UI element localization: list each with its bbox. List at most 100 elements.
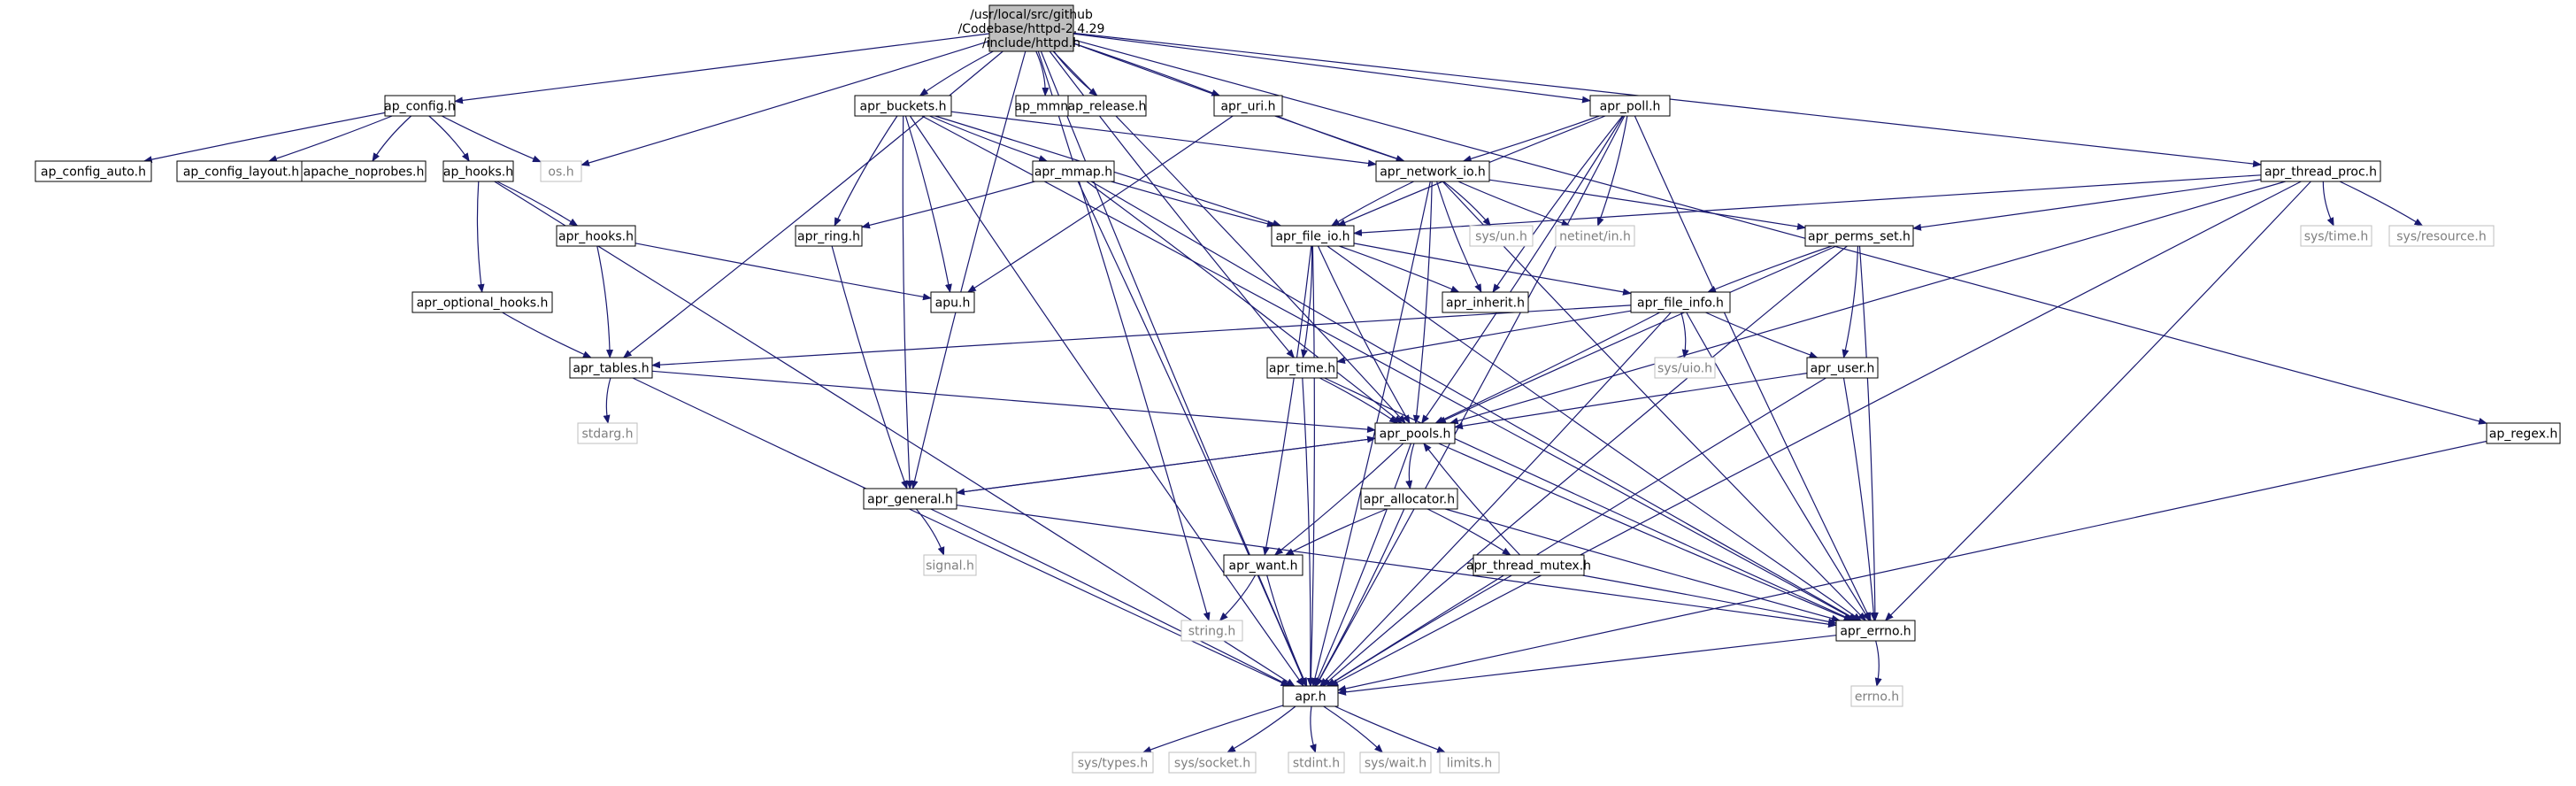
edge-apr_uri-to-apr_network_io xyxy=(1276,115,1405,162)
edge-apr_uri-to-apu xyxy=(966,115,1234,293)
node-apr_errno[interactable]: apr_errno.h xyxy=(1835,620,1916,642)
node-sys_types[interactable]: sys/types.h xyxy=(1072,751,1154,774)
node-ap_config_layout[interactable]: ap_config_layout.h xyxy=(176,160,306,182)
node-netinet_in-label: netinet/in.h xyxy=(1559,230,1631,244)
node-sys_wait[interactable]: sys/wait.h xyxy=(1359,751,1432,774)
node-apr_optional_hooks[interactable]: apr_optional_hooks.h xyxy=(411,291,553,313)
edge-ap_hooks-to-apr xyxy=(494,181,1296,687)
node-apr_thread_mutex[interactable]: apr_thread_mutex.h xyxy=(1466,554,1591,576)
node-apr_file_info[interactable]: apr_file_info.h xyxy=(1630,291,1731,313)
node-stdarg[interactable]: stdarg.h xyxy=(577,422,638,444)
node-apr_tables[interactable]: apr_tables.h xyxy=(569,357,653,379)
node-string-box xyxy=(1180,620,1243,642)
edge-ap_buckets-to-apr_mmap xyxy=(929,115,1049,162)
node-ap_release[interactable]: ap_release.h xyxy=(1067,95,1147,117)
node-apr_ring[interactable]: apr_ring.h xyxy=(795,225,863,247)
node-apr_hooks[interactable]: apr_hooks.h xyxy=(556,225,636,247)
node-apu-box xyxy=(930,291,975,313)
node-apr_errno-box xyxy=(1835,620,1916,642)
node-signal-box xyxy=(923,554,977,576)
node-stdint[interactable]: stdint.h xyxy=(1288,751,1345,774)
node-stdarg-label: stdarg.h xyxy=(582,428,634,442)
node-sys_resource[interactable]: sys/resource.h xyxy=(2388,225,2495,247)
node-apr_errno-label: apr_errno.h xyxy=(1840,625,1911,639)
node-sys_un[interactable]: sys/un.h xyxy=(1469,225,1534,247)
node-sys_un-label: sys/un.h xyxy=(1475,230,1527,244)
edge-ap_config-to-apache_noprobes xyxy=(372,115,412,162)
edge-apr_file_info-to-apr_time xyxy=(1336,310,1632,365)
node-apr_uri-label: apr_uri.h xyxy=(1220,100,1275,114)
node-errno[interactable]: errno.h xyxy=(1850,685,1903,707)
edge-apr_network_io-to-sys_un xyxy=(1442,181,1491,227)
node-apache_noprobes[interactable]: apache_noprobes.h xyxy=(301,160,427,182)
node-ap_hooks[interactable]: ap_hooks.h xyxy=(442,160,514,182)
edge-apr_errno-to-apr xyxy=(1337,635,1837,696)
node-apr_poll-box xyxy=(1589,95,1671,117)
edge-apr_perms_set-to-apr_pools xyxy=(1436,245,1837,424)
node-apr_tables-label: apr_tables.h xyxy=(573,362,649,376)
node-apr_poll[interactable]: apr_poll.h xyxy=(1589,95,1671,117)
node-apr_thread_proc-label: apr_thread_proc.h xyxy=(2265,166,2377,180)
node-ap_hooks-box xyxy=(442,160,514,182)
node-ap_release-box xyxy=(1067,95,1147,117)
node-apr_thread_proc[interactable]: apr_thread_proc.h xyxy=(2260,160,2381,182)
node-signal[interactable]: signal.h xyxy=(923,554,977,576)
edge-apr_file_info-to-apr_errno xyxy=(1686,312,1871,621)
edge-root-to-apr_tables xyxy=(622,50,1003,358)
node-apu-label: apu.h xyxy=(935,297,971,311)
node-ap_config_layout-label: ap_config_layout.h xyxy=(183,166,299,180)
edge-apr_perms_set-to-apr_file_info xyxy=(1707,245,1833,293)
node-ap_config-box xyxy=(384,95,456,117)
node-ap_mmn[interactable]: ap_mmn.h xyxy=(1015,95,1080,117)
node-ap_buckets-box xyxy=(854,95,952,117)
node-sys_types-label: sys/types.h xyxy=(1078,757,1148,771)
edge-apr_file_io-to-apr_inherit xyxy=(1339,245,1460,293)
edge-ap_buckets-to-apu xyxy=(904,115,952,293)
edge-ap_buckets-to-apr_ring xyxy=(834,115,898,227)
node-sys_socket[interactable]: sys/socket.h xyxy=(1168,751,1257,774)
node-ap_buckets[interactable]: apr_buckets.h xyxy=(854,95,952,117)
edge-apr_allocator-to-apr xyxy=(1315,508,1405,687)
node-apr_ring-box xyxy=(795,225,863,247)
node-apr_mmap-label: apr_mmap.h xyxy=(1034,166,1112,180)
node-apr_file_info-label: apr_file_info.h xyxy=(1637,297,1724,311)
node-apr_perms_set-box xyxy=(1804,225,1914,247)
node-apr[interactable]: apr.h xyxy=(1282,685,1339,707)
node-netinet_in[interactable]: netinet/in.h xyxy=(1555,225,1635,247)
node-apr_mmap[interactable]: apr_mmap.h xyxy=(1032,160,1115,182)
node-ap_config[interactable]: ap_config.h xyxy=(384,95,456,117)
node-limits[interactable]: limits.h xyxy=(1439,751,1500,774)
edge-ap_hooks-to-apr_hooks xyxy=(496,181,579,227)
node-apr_general[interactable]: apr_general.h xyxy=(863,488,957,510)
node-os[interactable]: os.h xyxy=(540,160,582,182)
edge-apr_tables-to-stdarg xyxy=(603,377,611,424)
node-apr_file_io[interactable]: apr_file_io.h xyxy=(1271,225,1355,247)
edge-root-to-ap_buckets xyxy=(919,50,994,96)
node-apr_perms_set[interactable]: apr_perms_set.h xyxy=(1804,225,1914,247)
node-string[interactable]: string.h xyxy=(1180,620,1243,642)
node-apr_allocator[interactable]: apr_allocator.h xyxy=(1360,488,1458,510)
node-ap_regex[interactable]: ap_regex.h xyxy=(2486,422,2561,444)
node-apr_network_io[interactable]: apr_network_io.h xyxy=(1375,160,1490,182)
edge-apr-to-stdint xyxy=(1309,705,1317,753)
node-sys_uio[interactable]: sys/uio.h xyxy=(1654,357,1716,379)
node-sys_time[interactable]: sys/time.h xyxy=(2300,225,2372,247)
edge-apr-to-sys_socket xyxy=(1226,705,1296,753)
node-apr_inherit[interactable]: apr_inherit.h xyxy=(1442,291,1529,313)
node-apr_want[interactable]: apr_want.h xyxy=(1223,554,1303,576)
edge-ap_buckets-to-apr_errno xyxy=(921,115,1858,621)
node-apu[interactable]: apu.h xyxy=(930,291,975,313)
node-apr_uri[interactable]: apr_uri.h xyxy=(1213,95,1283,117)
node-apr_time[interactable]: apr_time.h xyxy=(1266,357,1338,379)
edge-ap_config-to-ap_config_layout xyxy=(267,115,393,162)
edge-apr_file_info-to-apr_pools xyxy=(1434,312,1660,424)
edge-ap_buckets-to-apr_network_io xyxy=(950,111,1377,167)
node-ap_config_auto[interactable]: ap_config_auto.h xyxy=(35,160,152,182)
node-apr_want-box xyxy=(1223,554,1303,576)
edge-apr_allocator-to-apr_errno xyxy=(1445,508,1841,622)
edge-apr_perms_set-to-apr_errno xyxy=(1858,245,1879,621)
node-apr_pools[interactable]: apr_pools.h xyxy=(1374,422,1456,444)
edge-apr_poll-to-netinet_in xyxy=(1596,115,1628,227)
node-apr_user[interactable]: apr_user.h xyxy=(1806,357,1879,379)
node-sys_resource-label: sys/resource.h xyxy=(2396,230,2486,244)
